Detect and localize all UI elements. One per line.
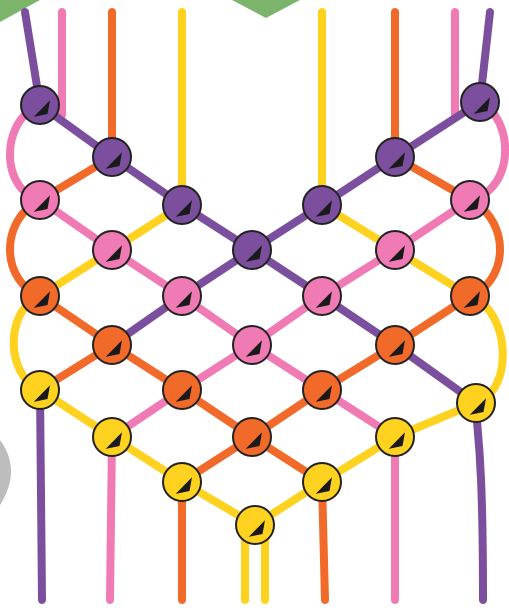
knot-circle — [303, 463, 341, 501]
knot — [21, 277, 59, 315]
knot-circle — [233, 418, 271, 456]
knot — [93, 231, 131, 269]
knot-circle — [163, 371, 201, 409]
knot-circle — [376, 231, 414, 269]
gray-edge-shape — [0, 440, 11, 505]
knot-circle — [21, 371, 59, 409]
knot — [233, 231, 271, 269]
knot — [236, 506, 274, 544]
knot-circle — [21, 181, 59, 219]
knot-circle — [303, 371, 341, 409]
knot-circle — [163, 463, 201, 501]
knot — [233, 326, 271, 364]
bottom-string — [476, 403, 483, 600]
knot-circle — [451, 181, 489, 219]
knot — [376, 138, 414, 176]
knot-circle — [461, 83, 499, 121]
knot-circle — [93, 138, 131, 176]
knot — [21, 181, 59, 219]
knot — [163, 277, 201, 315]
knot-circle — [233, 326, 271, 364]
green-corner-shape-left — [0, 0, 40, 22]
knot — [21, 86, 59, 124]
knot — [303, 277, 341, 315]
knot — [303, 371, 341, 409]
knot — [457, 384, 495, 422]
knot — [93, 418, 131, 456]
knot-circle — [93, 326, 131, 364]
knot — [93, 138, 131, 176]
knot — [303, 186, 341, 224]
knot-circle — [21, 86, 59, 124]
knot-circle — [233, 231, 271, 269]
knot — [233, 418, 271, 456]
knot — [376, 418, 414, 456]
knot-circle — [376, 138, 414, 176]
knot-circle — [236, 506, 274, 544]
knot-circle — [163, 186, 201, 224]
knot-circle — [457, 384, 495, 422]
knot — [376, 326, 414, 364]
knots-layer — [21, 83, 499, 544]
knot-circle — [376, 418, 414, 456]
knot-circle — [303, 277, 341, 315]
knot — [461, 83, 499, 121]
knot-circle — [93, 231, 131, 269]
knot — [376, 231, 414, 269]
green-corner-shape-top — [232, 0, 300, 18]
knot — [21, 371, 59, 409]
knot — [451, 181, 489, 219]
knot-circle — [451, 277, 489, 315]
knot-circle — [163, 277, 201, 315]
knot — [163, 371, 201, 409]
knot — [451, 277, 489, 315]
bottom-string — [40, 390, 42, 600]
knot-circle — [21, 277, 59, 315]
bottom-string — [110, 437, 112, 600]
knot — [93, 326, 131, 364]
knot-circle — [376, 326, 414, 364]
knot-circle — [93, 418, 131, 456]
knot-circle — [303, 186, 341, 224]
knot — [303, 463, 341, 501]
knot — [163, 463, 201, 501]
knot — [163, 186, 201, 224]
